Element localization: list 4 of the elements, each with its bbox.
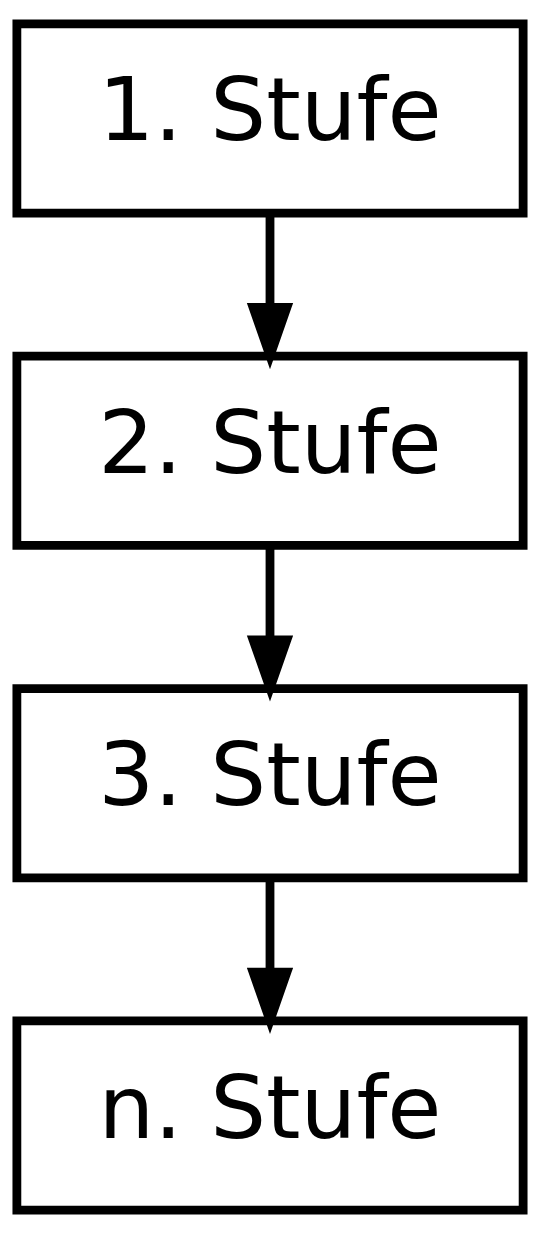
node-box: 3. Stufe	[12, 683, 528, 882]
node-box: n. Stufe	[12, 1016, 528, 1215]
node-box: 2. Stufe	[12, 351, 528, 550]
node-box: 1. Stufe	[12, 18, 528, 217]
